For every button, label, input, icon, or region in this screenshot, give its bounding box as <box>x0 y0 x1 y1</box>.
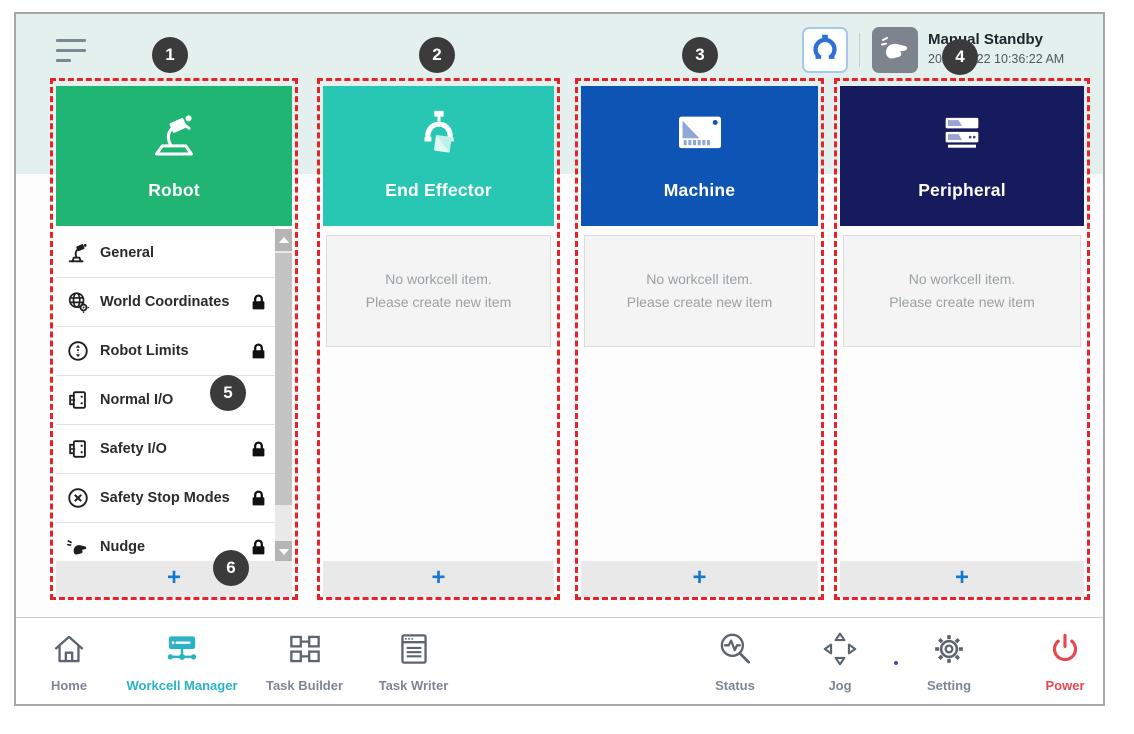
list-item-label: World Coordinates <box>100 294 230 310</box>
manual-mode-button[interactable] <box>872 27 918 73</box>
nav-power[interactable]: Power <box>1025 628 1105 693</box>
add-robot-item-button[interactable]: + <box>56 561 292 597</box>
callout-3: 3 <box>682 37 718 73</box>
robot-column-label: Robot <box>148 180 200 200</box>
plus-icon: + <box>166 564 181 591</box>
empty-workcell-placeholder: No workcell item. Please create new item <box>843 235 1081 347</box>
nudge-hand-icon <box>64 534 92 560</box>
empty-workcell-placeholder: No workcell item. Please create new item <box>584 235 815 347</box>
scroll-down-icon[interactable] <box>275 541 292 563</box>
hamburger-menu-icon[interactable] <box>56 39 90 65</box>
nav-home[interactable]: Home <box>34 628 104 693</box>
list-item-normal-io[interactable]: Normal I/O <box>56 376 292 425</box>
machine-column-header[interactable]: Machine <box>581 86 818 226</box>
callout-box-robot: Robot General <box>50 78 298 600</box>
callout-4: 4 <box>942 39 978 75</box>
nav-jog[interactable]: Jog <box>805 628 875 693</box>
app-window: Manual Standby 2022.02.22 10:36:22 AM Ro… <box>14 12 1105 706</box>
task-writer-icon <box>393 628 435 675</box>
list-item-label: Robot Limits <box>100 343 189 359</box>
empty-workcell-placeholder: No workcell item. Please create new item <box>326 235 551 347</box>
lock-icon <box>249 293 268 312</box>
list-item-label: Safety Stop Modes <box>100 490 230 506</box>
nav-setting[interactable]: Setting <box>909 628 989 693</box>
peripheral-column-label: Peripheral <box>918 180 1006 200</box>
nav-task-builder[interactable]: Task Builder <box>247 628 362 693</box>
scrollbar[interactable] <box>275 229 292 565</box>
list-item-label: General <box>100 245 154 261</box>
callout-2: 2 <box>419 37 455 73</box>
end-effector-column-header[interactable]: End Effector <box>323 86 554 226</box>
gripper-status-button[interactable] <box>802 27 848 73</box>
bottom-navigation-bar: Home Workcell Manager <box>16 617 1103 704</box>
globe-gear-icon <box>64 289 92 315</box>
list-item-label: Nudge <box>100 539 146 555</box>
task-builder-icon <box>284 628 326 675</box>
gripper-box-icon <box>411 104 467 162</box>
status-magnifier-icon <box>714 628 756 675</box>
list-item-robot-limits[interactable]: Robot Limits <box>56 327 292 376</box>
lock-icon <box>249 538 268 557</box>
plus-icon: + <box>954 564 969 591</box>
end-effector-column-label: End Effector <box>385 180 492 200</box>
gear-icon <box>928 628 970 675</box>
scrollbar-thumb[interactable] <box>275 253 292 505</box>
callout-5: 5 <box>210 375 246 411</box>
lock-icon <box>249 342 268 361</box>
add-peripheral-item-button[interactable]: + <box>840 561 1084 597</box>
callout-box-end-effector: End Effector No workcell item. Please cr… <box>317 78 560 600</box>
empty-text-line1: No workcell item. <box>646 271 753 287</box>
empty-text-line2: Please create new item <box>365 294 512 310</box>
lock-icon <box>249 489 268 508</box>
io-port-icon <box>64 387 92 413</box>
status-dot <box>894 661 898 665</box>
list-item-label: Normal I/O <box>100 392 174 408</box>
stop-x-circle-icon <box>64 485 92 511</box>
empty-text-line1: No workcell item. <box>908 271 1016 287</box>
topbar-divider <box>859 33 860 67</box>
callout-6: 6 <box>213 550 249 586</box>
robot-arm-icon <box>146 104 202 162</box>
robot-settings-list: General World Coordinates <box>56 229 292 565</box>
list-item-general[interactable]: General <box>56 229 292 278</box>
callout-box-peripheral: Peripheral No workcell item. Please crea… <box>834 78 1090 600</box>
manual-hand-icon <box>877 30 913 71</box>
robot-arm-icon <box>64 240 92 266</box>
plus-icon: + <box>692 564 707 591</box>
io-port-icon <box>64 436 92 462</box>
callout-box-machine: Machine No workcell item. Please create … <box>575 78 824 600</box>
plus-icon: + <box>431 564 446 591</box>
peripheral-column-header[interactable]: Peripheral <box>840 86 1084 226</box>
list-item-nudge[interactable]: Nudge <box>56 523 292 565</box>
list-item-world-coordinates[interactable]: World Coordinates <box>56 278 292 327</box>
server-rack-icon <box>934 104 990 162</box>
jog-dpad-icon <box>819 628 861 675</box>
list-item-label: Safety I/O <box>100 441 167 457</box>
machine-icon <box>672 104 728 162</box>
add-end-effector-item-button[interactable]: + <box>323 561 554 597</box>
workcell-manager-icon <box>161 628 203 675</box>
power-icon <box>1044 628 1086 675</box>
nav-task-writer[interactable]: Task Writer <box>356 628 471 693</box>
robot-column-header[interactable]: Robot <box>56 86 292 226</box>
empty-text-line2: Please create new item <box>626 294 773 310</box>
lock-icon <box>249 440 268 459</box>
empty-text-line1: No workcell item. <box>385 271 492 287</box>
list-item-safety-io[interactable]: Safety I/O <box>56 425 292 474</box>
list-item-safety-stop-modes[interactable]: Safety Stop Modes <box>56 474 292 523</box>
empty-text-line2: Please create new item <box>889 294 1035 310</box>
scroll-up-icon[interactable] <box>275 229 292 251</box>
machine-column-label: Machine <box>663 180 736 200</box>
nav-status[interactable]: Status <box>695 628 775 693</box>
home-icon <box>48 628 90 675</box>
callout-1: 1 <box>152 37 188 73</box>
add-machine-item-button[interactable]: + <box>581 561 818 597</box>
limits-circle-icon <box>64 338 92 364</box>
gripper-icon <box>808 31 842 70</box>
nav-workcell-manager[interactable]: Workcell Manager <box>107 628 257 693</box>
